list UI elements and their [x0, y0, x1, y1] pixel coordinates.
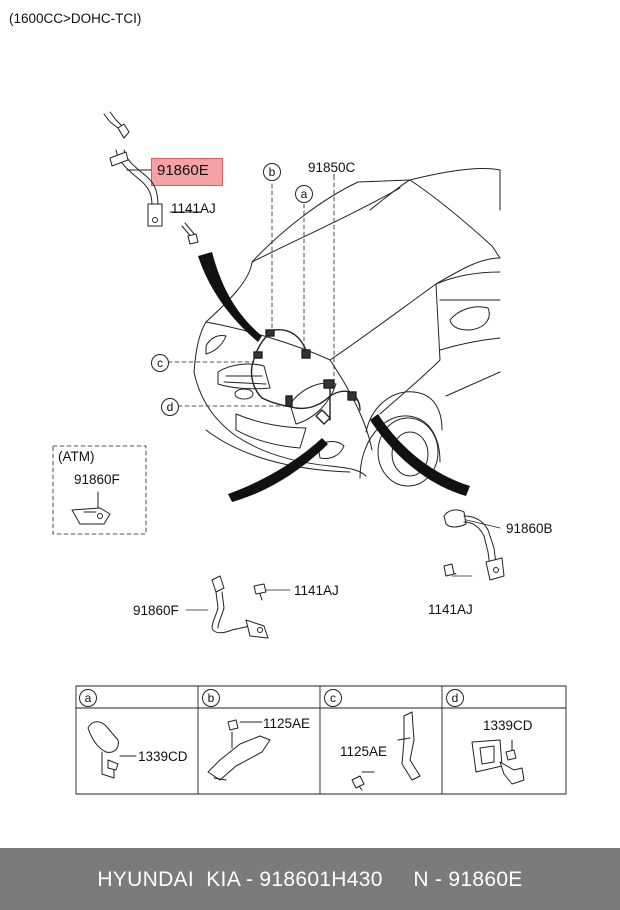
wiring-harness-91850c	[250, 329, 361, 425]
ref-marker-c[interactable]: c	[151, 354, 169, 372]
footer-brand-part: HYUNDAI KIA - 918601H430	[97, 868, 383, 891]
location-pointer-strokes	[198, 252, 470, 502]
detail-table-grid	[75, 685, 567, 795]
battery-cable-91860e	[103, 111, 163, 227]
callout-atm-part[interactable]: 91860F	[74, 472, 120, 487]
footer-ref: N - 91860E	[413, 868, 523, 891]
ref-marker-a[interactable]: a	[295, 185, 313, 203]
engine-spec-label: (1600CC>DOHC-TCI)	[9, 11, 142, 26]
callout-cable-lower[interactable]: 91860F	[133, 603, 179, 618]
highlighted-part-box[interactable]	[151, 158, 223, 186]
table-header-b: b	[202, 689, 220, 707]
callout-bolt-lower[interactable]: 1141AJ	[294, 583, 339, 598]
battery-cable-91860f-lower	[211, 575, 269, 639]
footer-bar	[0, 848, 620, 910]
detail-b-part[interactable]: 1125AE	[263, 716, 311, 731]
detail-a-part[interactable]: 1339CD	[138, 749, 188, 764]
detail-c-part[interactable]: 1125AE	[340, 744, 388, 759]
battery-cable-91860b	[443, 509, 505, 581]
table-header-d: d	[446, 689, 464, 707]
table-header-a: a	[79, 689, 97, 707]
callout-leaders-solid	[185, 173, 501, 611]
ref-marker-b[interactable]: b	[263, 163, 281, 181]
detail-d-clip	[471, 739, 525, 785]
ref-marker-d[interactable]: d	[161, 398, 179, 416]
detail-a-clip	[87, 721, 137, 779]
callout-cable-right[interactable]: 91860B	[506, 521, 553, 536]
callout-bolt-right[interactable]: 1141AJ	[428, 602, 473, 617]
bolt-1141aj-top	[169, 211, 201, 245]
callout-harness[interactable]: 91850C	[308, 160, 356, 175]
callout-bolt-top[interactable]: 1141AJ	[171, 201, 216, 216]
reference-leader-lines	[167, 175, 335, 407]
detail-b-bracket	[207, 719, 271, 781]
footer-text: HYUNDAI KIA - 918601H430 N - 91860E	[0, 868, 620, 892]
atm-label: (ATM)	[58, 449, 95, 464]
footer-gap	[383, 868, 414, 891]
vehicle-front-outline	[193, 168, 501, 487]
atm-option-box	[52, 445, 147, 535]
detail-c-bracket	[351, 711, 421, 791]
atm-part-91860f	[71, 491, 111, 525]
highlighted-part-number: 91860E	[157, 162, 209, 179]
detail-d-part[interactable]: 1339CD	[483, 718, 533, 733]
table-header-c: c	[324, 689, 342, 707]
exploded-parts-diagram	[52, 111, 567, 795]
